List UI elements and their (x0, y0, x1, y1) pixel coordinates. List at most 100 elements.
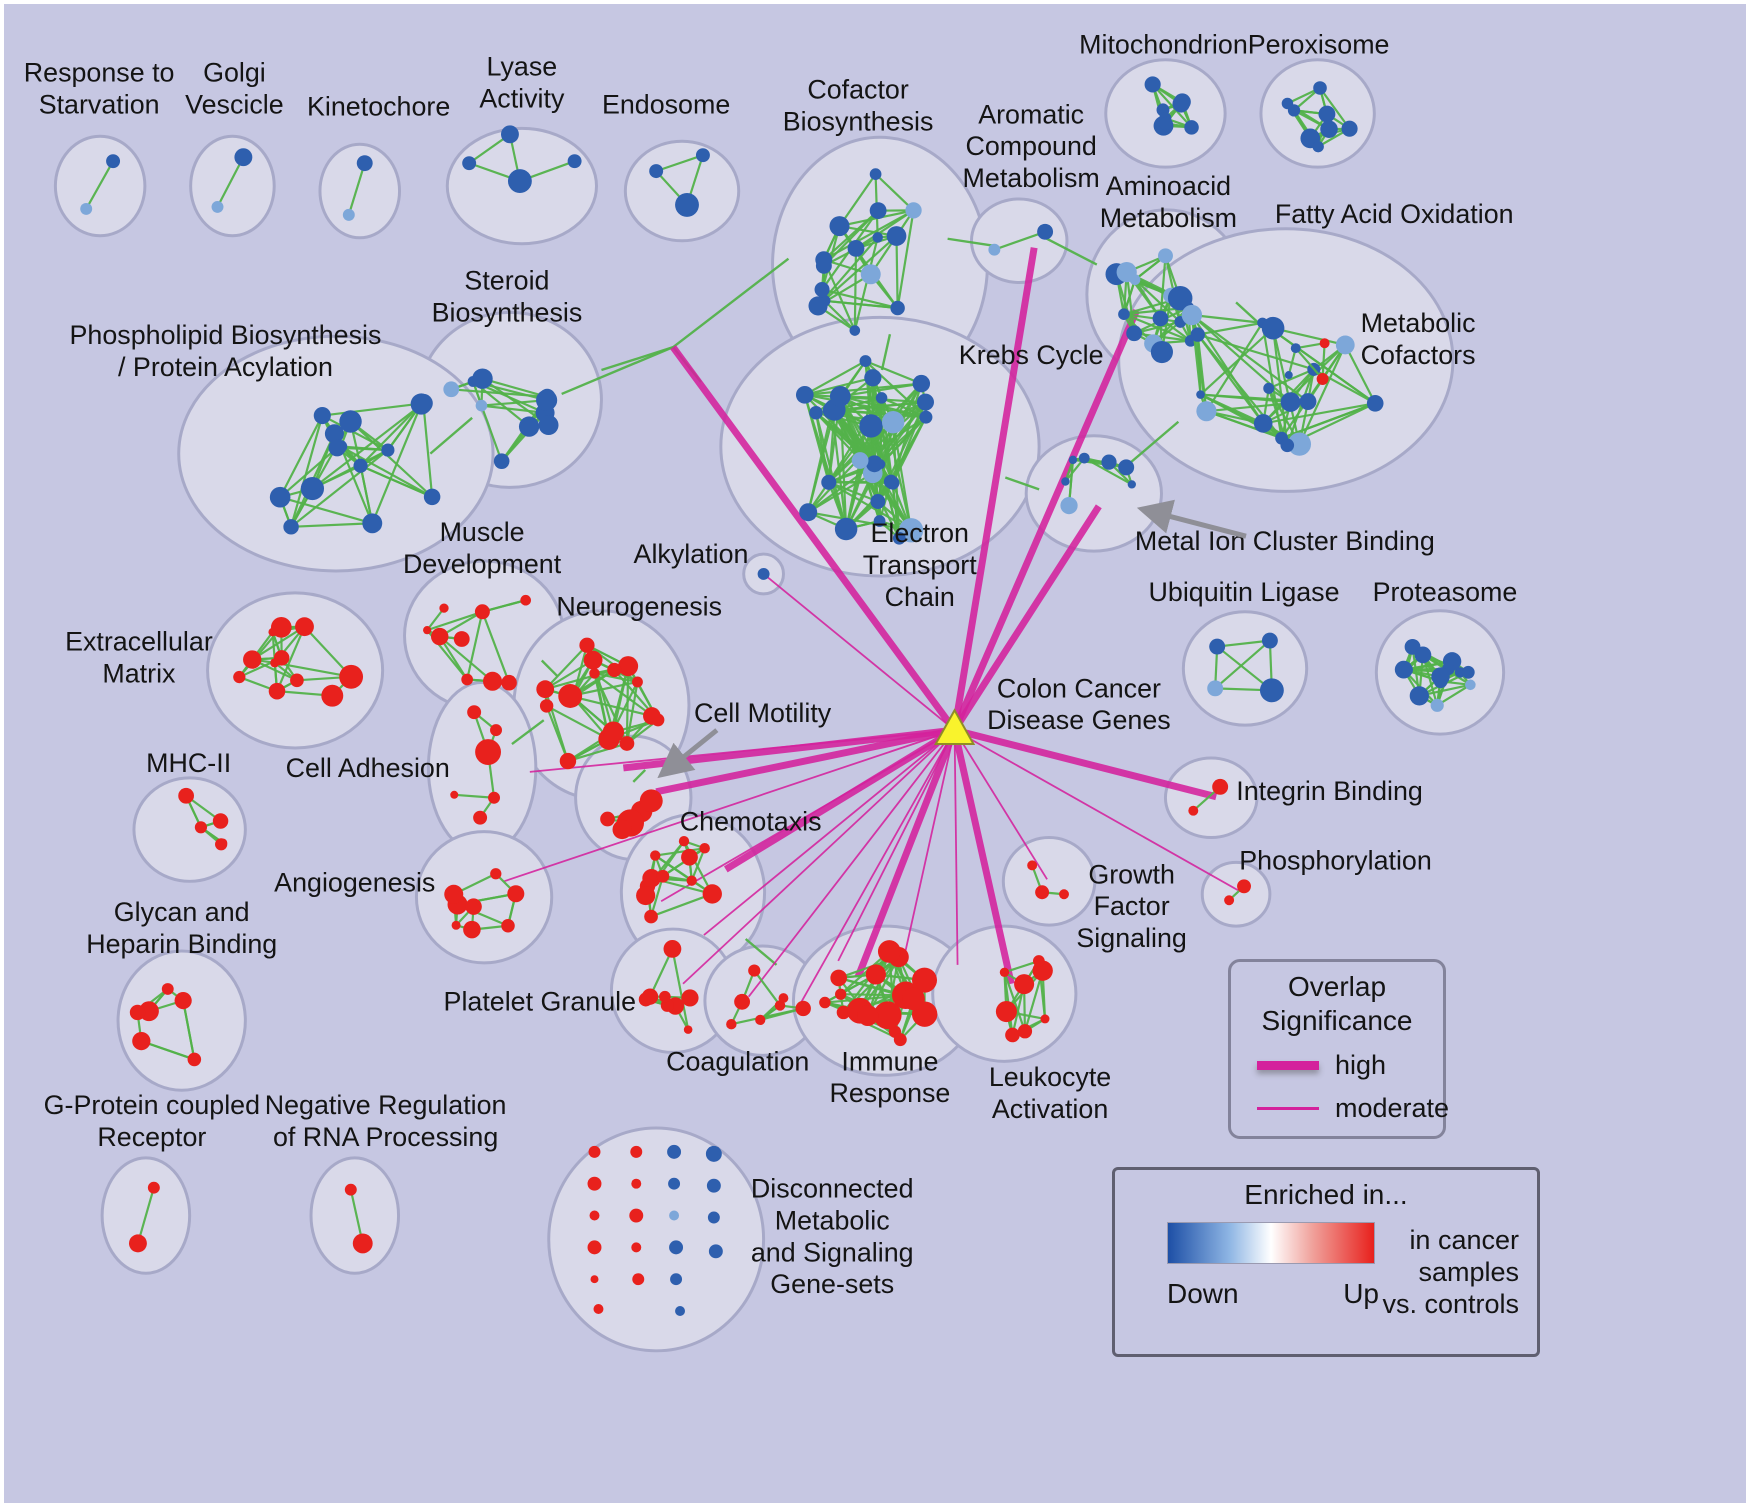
gene-set-node[interactable] (886, 226, 907, 246)
gene-set-node[interactable] (1261, 632, 1278, 649)
gene-set-node[interactable] (215, 838, 228, 851)
gene-set-node[interactable] (864, 369, 882, 387)
gene-set-node[interactable] (268, 682, 286, 700)
gene-set-node[interactable] (490, 868, 502, 880)
gene-set-node[interactable] (644, 909, 658, 924)
gene-set-node[interactable] (567, 154, 582, 169)
gene-set-node[interactable] (795, 1000, 811, 1017)
gene-set-node[interactable] (607, 662, 622, 678)
gene-set-node[interactable] (588, 1145, 601, 1158)
gene-set-node[interactable] (835, 988, 847, 1000)
gene-set-node[interactable] (423, 626, 432, 635)
gene-set-node[interactable] (1181, 304, 1203, 326)
gene-set-node[interactable] (1014, 974, 1035, 995)
gene-set-node[interactable] (650, 850, 661, 861)
gene-set-node[interactable] (830, 969, 847, 987)
gene-set-node[interactable] (270, 658, 280, 668)
gene-set-node[interactable] (875, 392, 888, 404)
gene-set-node[interactable] (632, 676, 643, 688)
gene-set-node[interactable] (618, 656, 639, 677)
gene-set-node[interactable] (912, 374, 931, 393)
gene-set-node[interactable] (619, 736, 635, 751)
gene-set-node[interactable] (583, 650, 603, 670)
gene-set-node[interactable] (161, 983, 174, 995)
gene-set-node[interactable] (269, 486, 291, 508)
gene-set-node[interactable] (1335, 335, 1355, 355)
gene-set-node[interactable] (1037, 223, 1054, 240)
gene-set-node[interactable] (339, 410, 362, 433)
gene-set-node[interactable] (748, 964, 761, 977)
gene-set-node[interactable] (892, 531, 906, 545)
gene-set-node[interactable] (474, 604, 490, 620)
gene-set-node[interactable] (656, 869, 670, 883)
gene-set-node[interactable] (866, 455, 883, 473)
gene-set-node[interactable] (500, 125, 519, 144)
gene-set-node[interactable] (699, 843, 710, 854)
gene-set-node[interactable] (859, 414, 883, 438)
gene-set-node[interactable] (629, 1208, 644, 1223)
gene-set-node[interactable] (579, 637, 595, 653)
gene-set-node[interactable] (1430, 698, 1444, 712)
gene-set-node[interactable] (1319, 338, 1330, 349)
gene-set-node[interactable] (1287, 432, 1312, 456)
gene-set-node[interactable] (1127, 480, 1136, 489)
gene-set-node[interactable] (1196, 401, 1217, 422)
gene-set-node[interactable] (589, 1210, 600, 1221)
gene-set-node[interactable] (233, 670, 246, 684)
gene-set-node[interactable] (558, 684, 583, 708)
gene-set-node[interactable] (1253, 414, 1273, 433)
gene-set-node[interactable] (328, 439, 346, 457)
gene-set-node[interactable] (147, 1181, 160, 1194)
gene-set-node[interactable] (80, 202, 93, 215)
gene-set-node[interactable] (670, 1273, 683, 1286)
gene-set-node[interactable] (1027, 860, 1038, 871)
gene-set-node[interactable] (128, 1234, 147, 1253)
gene-set-node[interactable] (174, 992, 192, 1010)
gene-set-node[interactable] (465, 898, 482, 915)
gene-set-node[interactable] (501, 674, 517, 691)
gene-set-node[interactable] (695, 148, 710, 163)
gene-set-node[interactable] (1190, 327, 1205, 342)
gene-set-node[interactable] (681, 848, 698, 866)
gene-set-node[interactable] (873, 1001, 902, 1030)
gene-set-node[interactable] (999, 967, 1010, 977)
gene-set-node[interactable] (1059, 889, 1069, 900)
gene-set-node[interactable] (587, 1176, 602, 1191)
gene-set-node[interactable] (451, 920, 461, 930)
gene-set-node[interactable] (381, 443, 395, 457)
gene-set-node[interactable] (1005, 1027, 1020, 1043)
gene-set-node[interactable] (988, 243, 1001, 256)
gene-set-node[interactable] (681, 989, 699, 1007)
gene-set-node[interactable] (270, 616, 292, 638)
gene-set-node[interactable] (869, 168, 882, 180)
gene-set-node[interactable] (705, 1145, 722, 1162)
gene-set-node[interactable] (669, 1210, 680, 1221)
gene-set-node[interactable] (423, 488, 441, 506)
gene-set-node[interactable] (1465, 679, 1476, 691)
gene-set-node[interactable] (313, 406, 331, 425)
gene-set-node[interactable] (995, 1001, 1017, 1023)
gene-set-node[interactable] (536, 680, 555, 699)
gene-set-node[interactable] (757, 567, 770, 580)
gene-set-node[interactable] (632, 1273, 645, 1286)
gene-set-node[interactable] (683, 1025, 693, 1034)
gene-set-node[interactable] (1280, 392, 1301, 412)
gene-set-node[interactable] (1320, 120, 1338, 138)
gene-set-node[interactable] (873, 515, 886, 527)
gene-set-node[interactable] (194, 821, 208, 834)
gene-set-node[interactable] (439, 603, 449, 613)
gene-set-node[interactable] (1461, 665, 1475, 679)
gene-set-node[interactable] (1017, 1024, 1033, 1039)
gene-set-node[interactable] (106, 154, 121, 169)
gene-set-node[interactable] (501, 918, 515, 933)
gene-set-node[interactable] (1431, 667, 1450, 686)
gene-set-node[interactable] (890, 300, 905, 316)
gene-set-node[interactable] (1263, 382, 1275, 394)
gene-set-node[interactable] (324, 424, 344, 444)
gene-set-node[interactable] (453, 631, 470, 647)
gene-set-node[interactable] (1101, 454, 1117, 470)
gene-set-node[interactable] (808, 296, 828, 316)
gene-set-node[interactable] (520, 594, 532, 606)
gene-set-node[interactable] (667, 1144, 682, 1159)
gene-set-node[interactable] (734, 993, 750, 1010)
